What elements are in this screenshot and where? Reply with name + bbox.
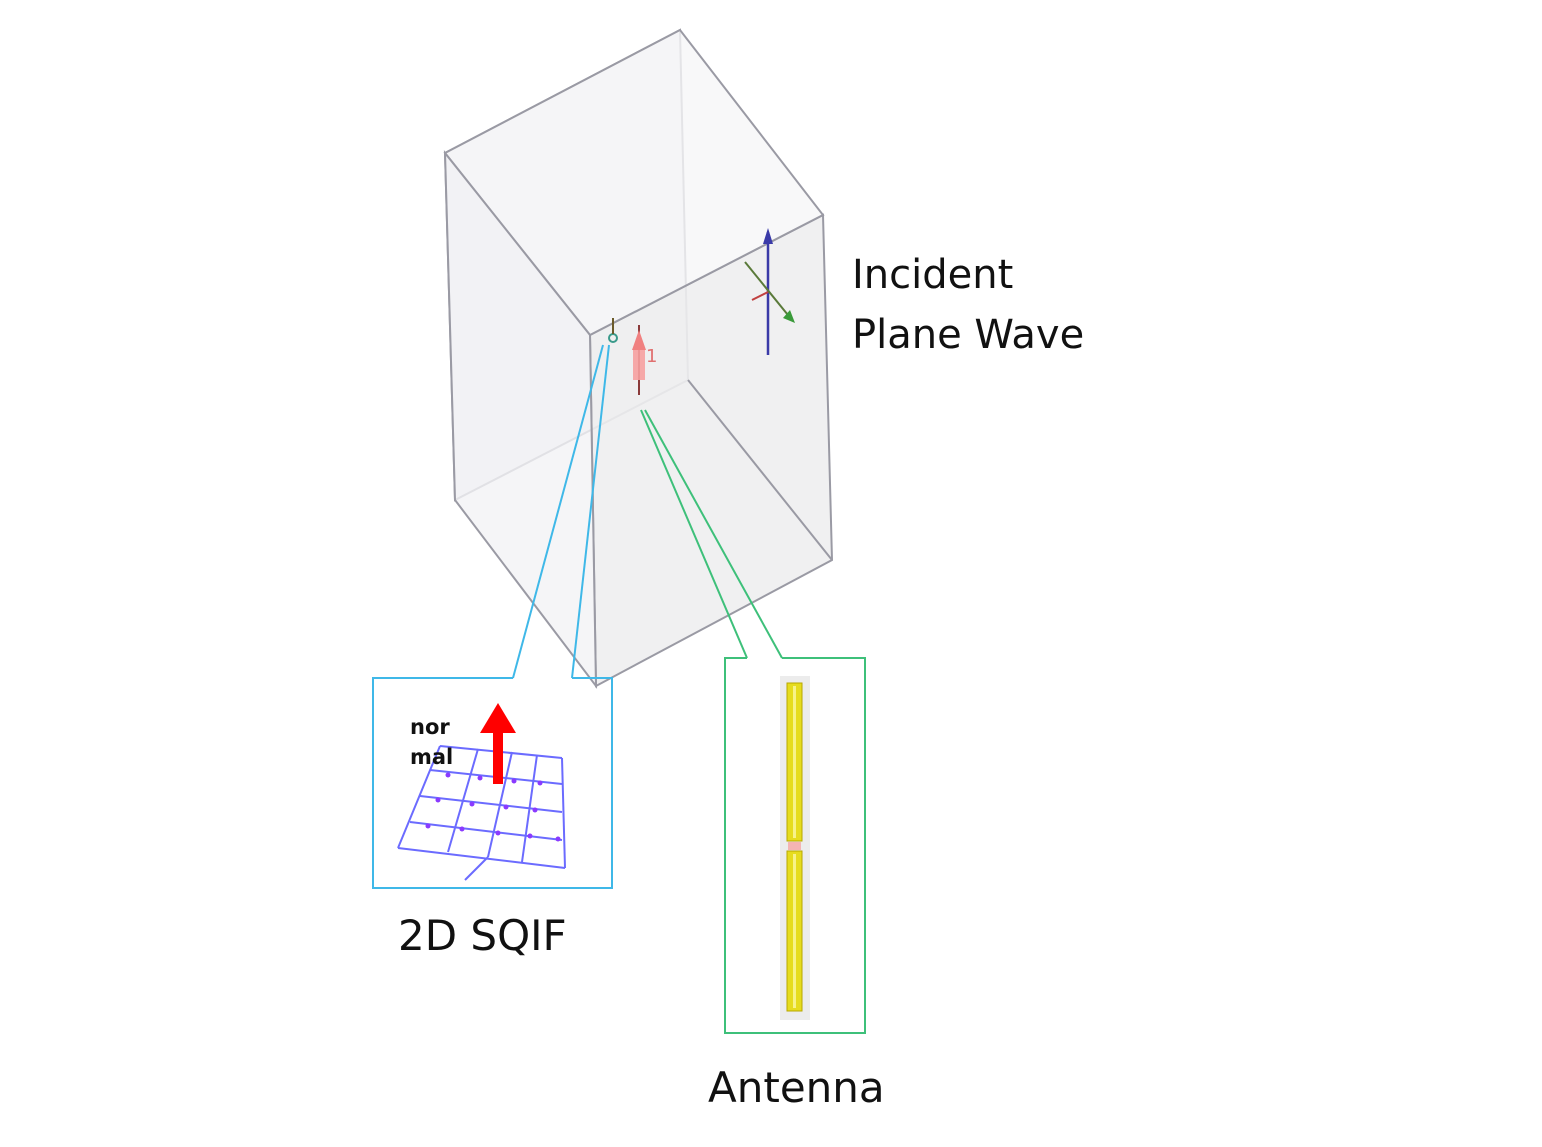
- sqif-callout-lines: [512, 344, 610, 679]
- antenna-inset: [724, 657, 866, 1034]
- incident-plane-wave-label-line1: Incident: [852, 252, 1014, 298]
- normal-label-line2: mal: [410, 745, 453, 769]
- incident-plane-wave-label-line2: Plane Wave: [852, 312, 1085, 358]
- normal-label-line1: nor: [410, 715, 450, 739]
- sqif-label: 2D SQIF: [398, 911, 567, 960]
- sqif-junction-dots: [425, 772, 561, 842]
- antenna-callout-lines: [640, 409, 783, 659]
- antenna-feed-gap: [788, 842, 801, 850]
- propagation-arrow: [744, 261, 793, 321]
- port-number: 1: [646, 346, 657, 367]
- box-left-face: [443, 150, 598, 690]
- box-hidden-edge: [687, 379, 833, 561]
- antenna-label: Antenna: [708, 1063, 885, 1112]
- sqif-position-marker: [608, 318, 618, 343]
- simulation-box: [443, 28, 834, 690]
- normal-arrow: [480, 703, 516, 784]
- dipole-antenna: [786, 682, 803, 1012]
- antenna-inset-frame: [724, 657, 866, 1034]
- sqif-inset: nor mal: [372, 677, 613, 889]
- h-field-arrow: [751, 291, 769, 301]
- port-marker: 1: [632, 325, 657, 395]
- sqif-inset-frame: [372, 677, 613, 889]
- plane-wave-symbol: [744, 228, 795, 355]
- incident-plane-wave-label: Incident Plane Wave: [852, 252, 1084, 372]
